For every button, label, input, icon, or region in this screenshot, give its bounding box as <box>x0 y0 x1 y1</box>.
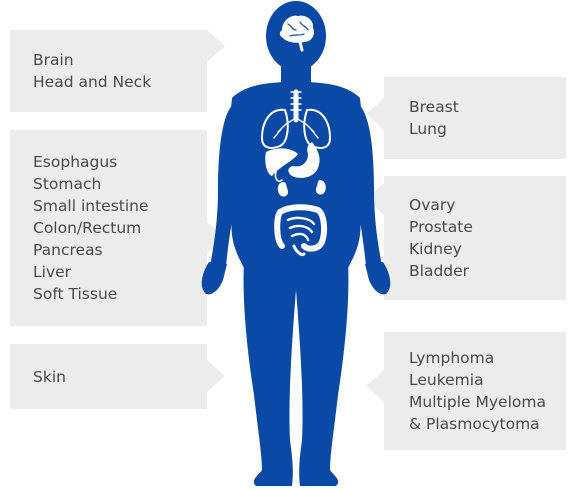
human-body-silhouette-icon <box>0 0 576 490</box>
